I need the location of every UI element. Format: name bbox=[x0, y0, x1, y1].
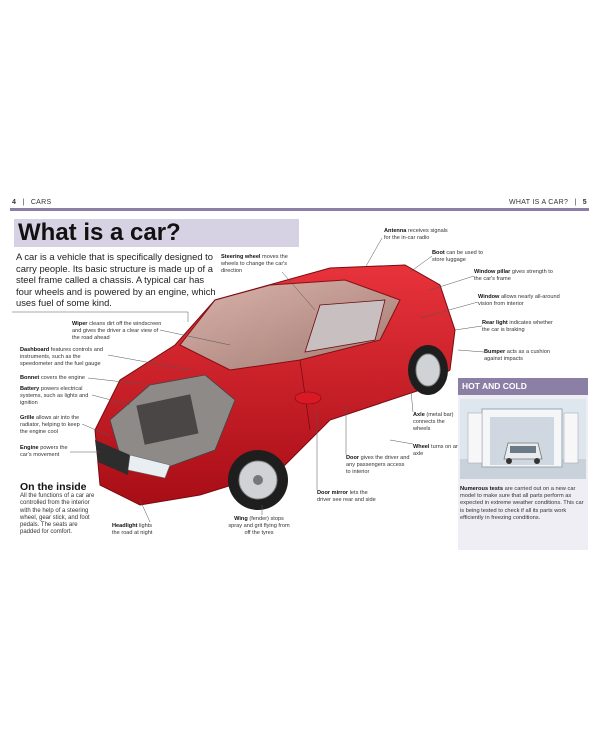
right-section-name: WHAT IS A CAR? bbox=[508, 199, 569, 206]
left-running-head: 4 | CARS bbox=[12, 199, 52, 206]
label-window: Window allows nearly all-around vision f… bbox=[478, 294, 560, 307]
front-wheel bbox=[228, 450, 288, 510]
inside-heading: On the inside bbox=[20, 481, 87, 493]
hot-cold-paragraph: Numerous tests are carried out on a new … bbox=[460, 486, 584, 521]
left-page-number: 4 bbox=[12, 199, 17, 206]
intro-paragraph: A car is a vehicle that is specifically … bbox=[16, 251, 216, 308]
label-boot: Boot can be used to store luggage bbox=[432, 250, 484, 263]
title-band bbox=[14, 219, 299, 247]
left-section-name: CARS bbox=[30, 199, 52, 206]
rear-wheel bbox=[408, 345, 448, 395]
label-battery: Battery powers electrical systems, such … bbox=[20, 386, 89, 406]
label-wing: Wing (fender) stops spray and grit flyin… bbox=[228, 516, 290, 536]
right-page-number: 5 bbox=[582, 199, 587, 206]
label-wheel: Wheel turns on an axle bbox=[413, 444, 460, 457]
label-bumper: Bumper acts as a cushion against impacts bbox=[484, 349, 550, 362]
label-grille: Grille allows air into the radiator, hel… bbox=[20, 415, 80, 435]
label-door: Door gives the driver and any passengers… bbox=[346, 455, 410, 475]
label-door-mirror: Door mirror lets the driver see rear and… bbox=[317, 490, 376, 503]
leader-lines bbox=[12, 237, 485, 523]
label-wiper: Wiper cleans dirt off the windscreen and… bbox=[72, 321, 162, 341]
page-title: What is a car? bbox=[18, 219, 181, 246]
label-window-pillar: Window pillar gives strength to the car'… bbox=[474, 269, 553, 282]
label-axle: Axle (metal bar) connects the wheels bbox=[413, 412, 454, 432]
inside-paragraph: All the functions of a car are controlle… bbox=[20, 493, 95, 536]
label-dashboard: Dashboard features controls and instrume… bbox=[20, 347, 104, 367]
car-body bbox=[94, 264, 456, 506]
label-headlight: Headlight lights the road at night bbox=[112, 523, 153, 536]
label-steering-wheel: Steering wheel moves the wheels to chang… bbox=[221, 254, 288, 274]
label-engine: Engine powers the car's movement bbox=[20, 445, 68, 458]
hot-cold-heading: HOT AND COLD bbox=[458, 378, 588, 395]
header-rule bbox=[10, 208, 589, 211]
climate-chamber-photo bbox=[460, 399, 586, 479]
label-antenna: Antenna receives signals for the in-car … bbox=[384, 228, 448, 241]
label-rear-light: Rear light indicates whether the car is … bbox=[482, 320, 553, 333]
right-running-head: WHAT IS A CAR? | 5 bbox=[508, 199, 587, 206]
label-bonnet: Bonnet covers the engine bbox=[20, 375, 85, 381]
